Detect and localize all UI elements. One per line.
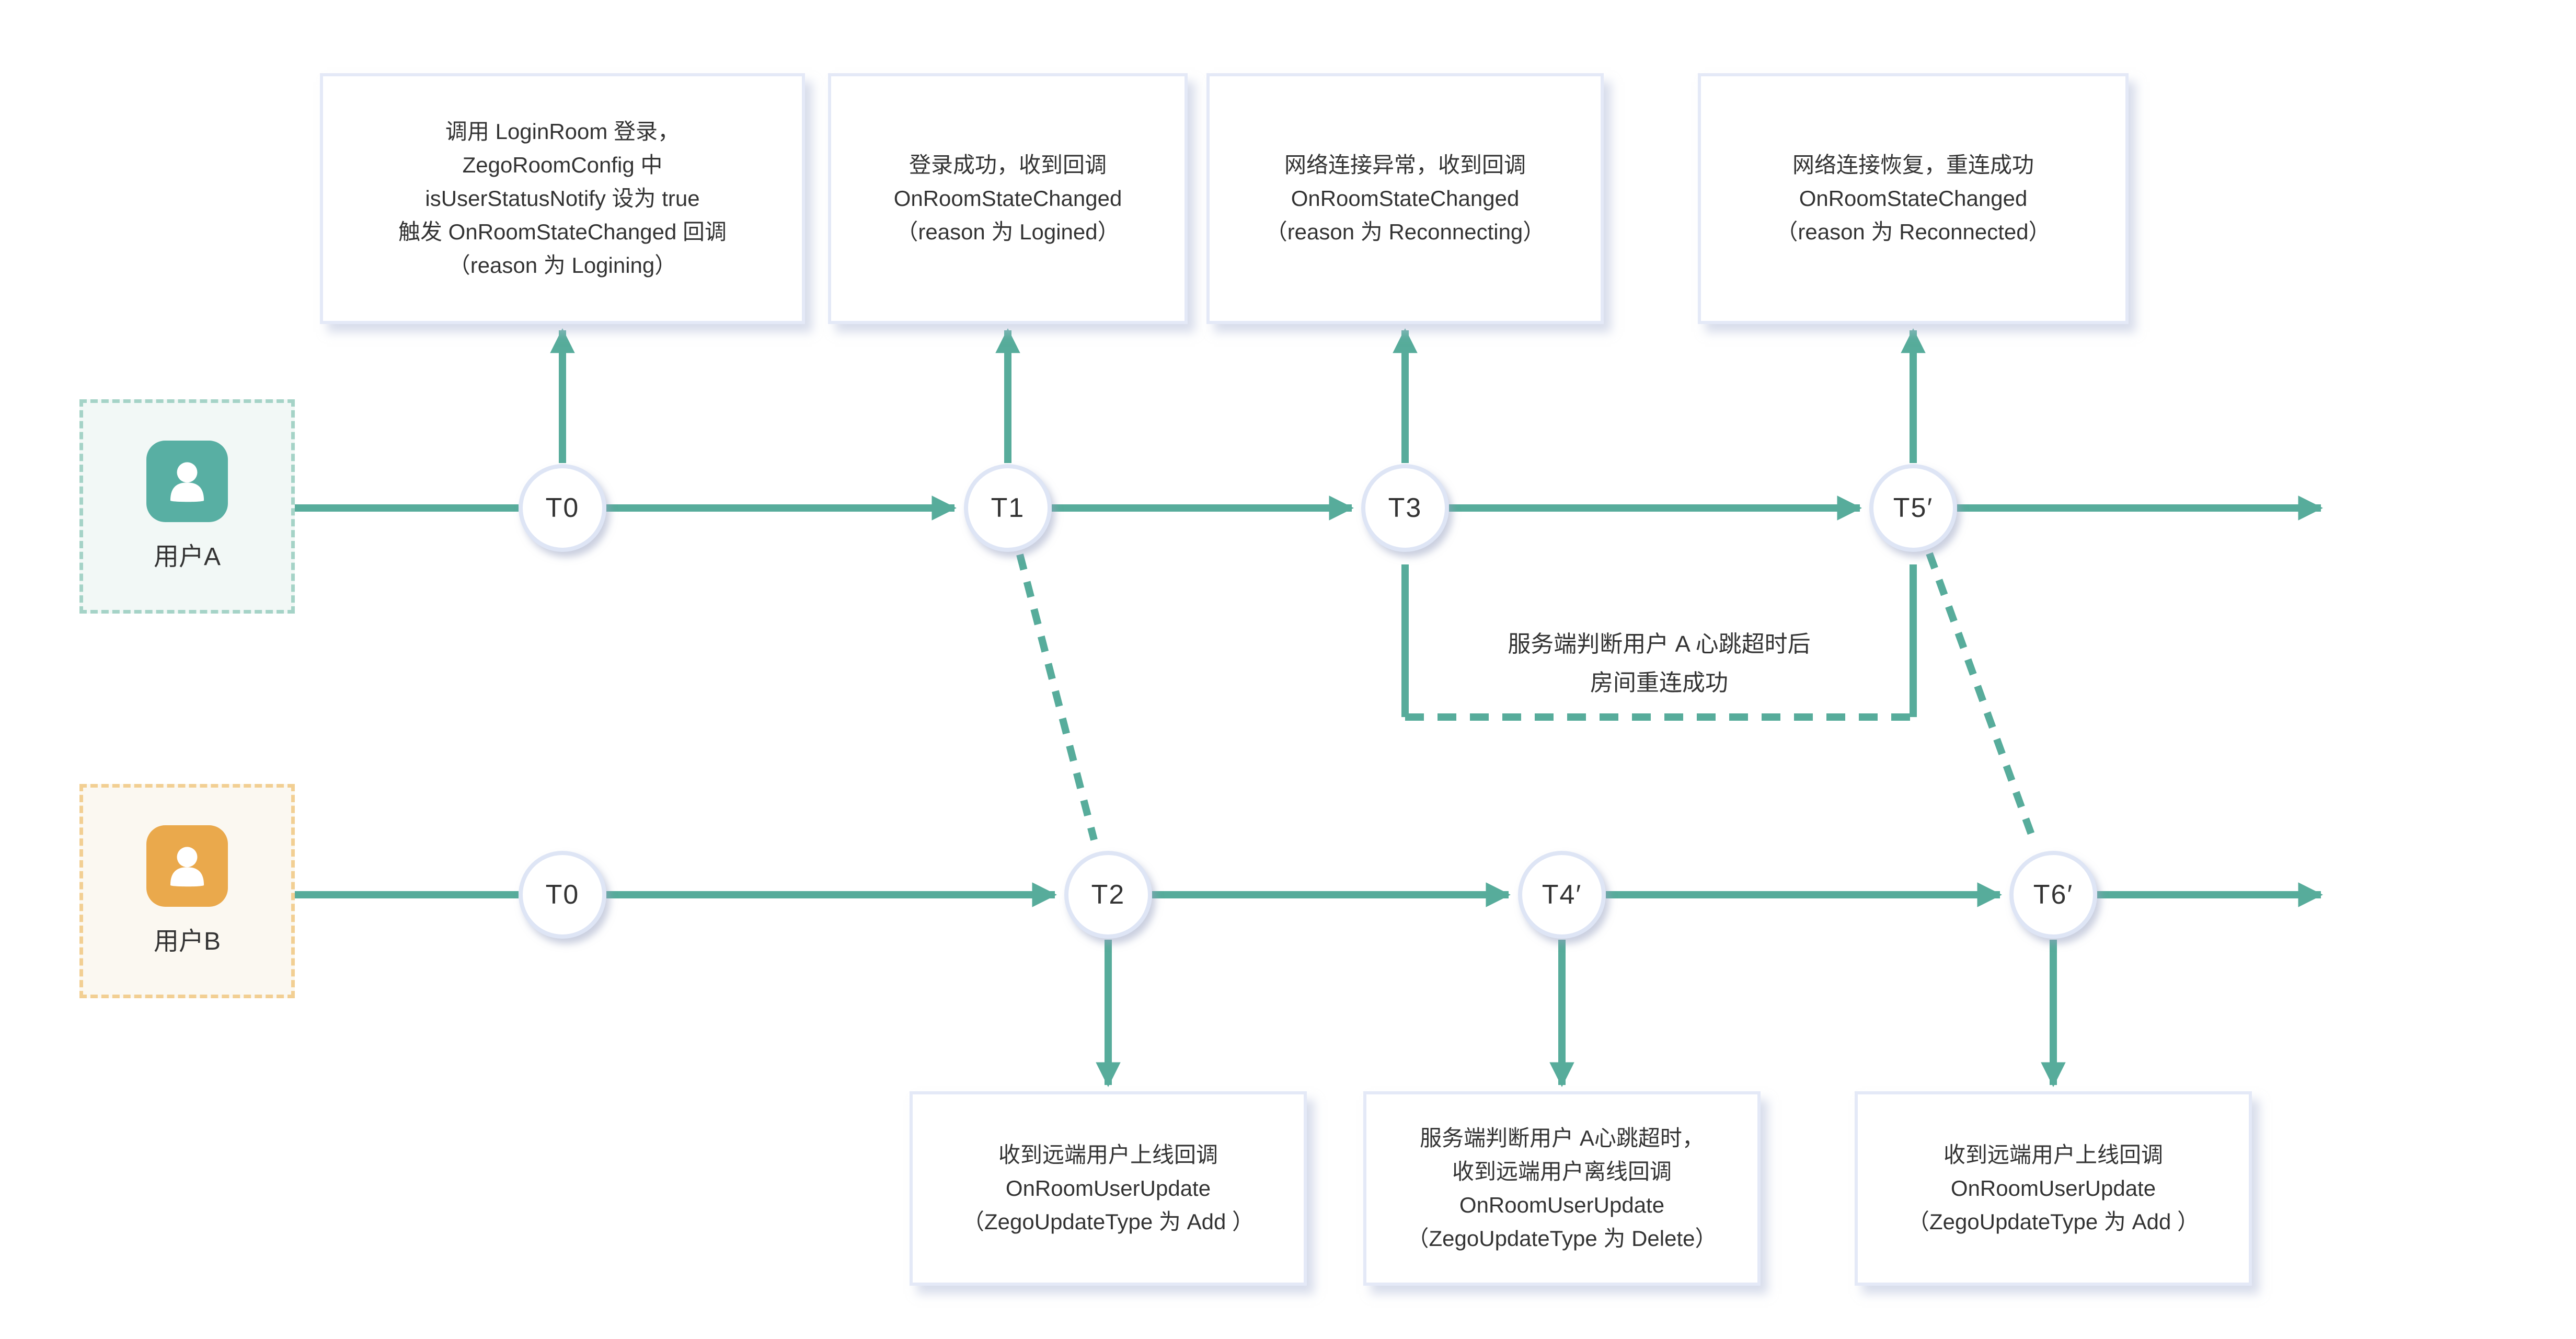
callout-line: 网络连接异常，收到回调: [1284, 153, 1526, 177]
user-b-box: 用户B: [79, 784, 295, 998]
user-a-avatar-icon: [146, 441, 228, 522]
node-label: T2: [1091, 880, 1125, 910]
node-label: T5′: [1893, 493, 1934, 523]
callout-line: OnRoomUserUpdate: [1005, 1176, 1211, 1201]
callout-line: isUserStatusNotify 设为 true: [425, 186, 700, 211]
callout-line: 收到远端用户上线回调: [998, 1142, 1218, 1167]
timeline-b-node-t4: T4′: [1518, 851, 1606, 939]
callout-line: OnRoomUserUpdate: [1459, 1193, 1665, 1217]
callout-line: （ZegoUpdateType 为 Add ）: [962, 1209, 1254, 1234]
callout-remote-user-online-1: 收到远端用户上线回调 OnRoomUserUpdate （ZegoUpdateT…: [910, 1091, 1307, 1286]
note-line: 服务端判断用户 A 心跳超时后: [1508, 631, 1811, 657]
callout-line: OnRoomStateChanged: [1799, 186, 2028, 211]
node-label: T4′: [1542, 880, 1582, 910]
timeline-a-node-t1: T1: [964, 464, 1052, 552]
callout-line: （reason 为 Logining）: [448, 253, 677, 278]
callout-remote-user-online-2: 收到远端用户上线回调 OnRoomUserUpdate （ZegoUpdateT…: [1855, 1091, 2252, 1286]
callout-line: OnRoomStateChanged: [1291, 186, 1520, 211]
callout-line: 收到远端用户上线回调: [1943, 1142, 2163, 1167]
dashed-connector-t1-t2: [1016, 553, 1098, 841]
callout-line: 登录成功，收到回调: [908, 153, 1107, 177]
dashed-connector-t5-t6: [1926, 552, 2038, 843]
callout-line: 网络连接恢复，重连成功: [1792, 153, 2034, 177]
callout-line: （reason 为 Logined）: [896, 220, 1120, 244]
callout-line: 调用 LoginRoom 登录，: [445, 119, 680, 144]
user-b-label: 用户B: [153, 928, 221, 955]
timeline-a-node-t0: T0: [519, 464, 606, 552]
callout-line: 服务端判断用户 A心跳超时，: [1420, 1126, 1704, 1150]
user-a-label: 用户A: [153, 543, 221, 571]
timeline-b-node-t0: T0: [519, 851, 606, 939]
callout-line: OnRoomUserUpdate: [1950, 1176, 2156, 1201]
node-label: T6′: [2033, 880, 2074, 910]
timeline-b-node-t2: T2: [1064, 851, 1152, 939]
user-b-avatar-icon: [146, 825, 228, 907]
callout-line: 触发 OnRoomStateChanged 回调: [398, 220, 727, 244]
callout-network-error: 网络连接异常，收到回调 OnRoomStateChanged （reason 为…: [1206, 73, 1604, 324]
timeline-a-node-t3: T3: [1361, 464, 1449, 552]
node-label: T3: [1388, 493, 1422, 523]
node-label: T1: [991, 493, 1025, 523]
user-a-box: 用户A: [79, 399, 295, 614]
timeline-b-node-t6: T6′: [2009, 851, 2097, 939]
heartbeat-timeout-note: 服务端判断用户 A 心跳超时后 房间重连成功: [1408, 625, 1910, 702]
node-label: T0: [545, 493, 580, 523]
callout-remote-user-offline: 服务端判断用户 A心跳超时， 收到远端用户离线回调 OnRoomUserUpda…: [1363, 1091, 1761, 1286]
callout-login-room: 调用 LoginRoom 登录， ZegoRoomConfig 中 isUser…: [320, 73, 805, 324]
callout-line: OnRoomStateChanged: [893, 186, 1122, 211]
callout-line: ZegoRoomConfig 中: [462, 153, 663, 177]
callout-line: 收到远端用户离线回调: [1452, 1159, 1672, 1184]
callout-network-recovered: 网络连接恢复，重连成功 OnRoomStateChanged （reason 为…: [1698, 73, 2129, 324]
callout-line: （ZegoUpdateType 为 Delete）: [1407, 1226, 1717, 1251]
callout-login-success: 登录成功，收到回调 OnRoomStateChanged （reason 为 L…: [828, 73, 1188, 324]
note-line: 房间重连成功: [1590, 670, 1728, 696]
callout-line: （reason 为 Reconnecting）: [1265, 220, 1545, 244]
callout-line: （ZegoUpdateType 为 Add ）: [1907, 1209, 2199, 1234]
timeline-a-node-t5: T5′: [1869, 464, 1957, 552]
callout-line: （reason 为 Reconnected）: [1776, 220, 2051, 244]
node-label: T0: [545, 880, 580, 910]
